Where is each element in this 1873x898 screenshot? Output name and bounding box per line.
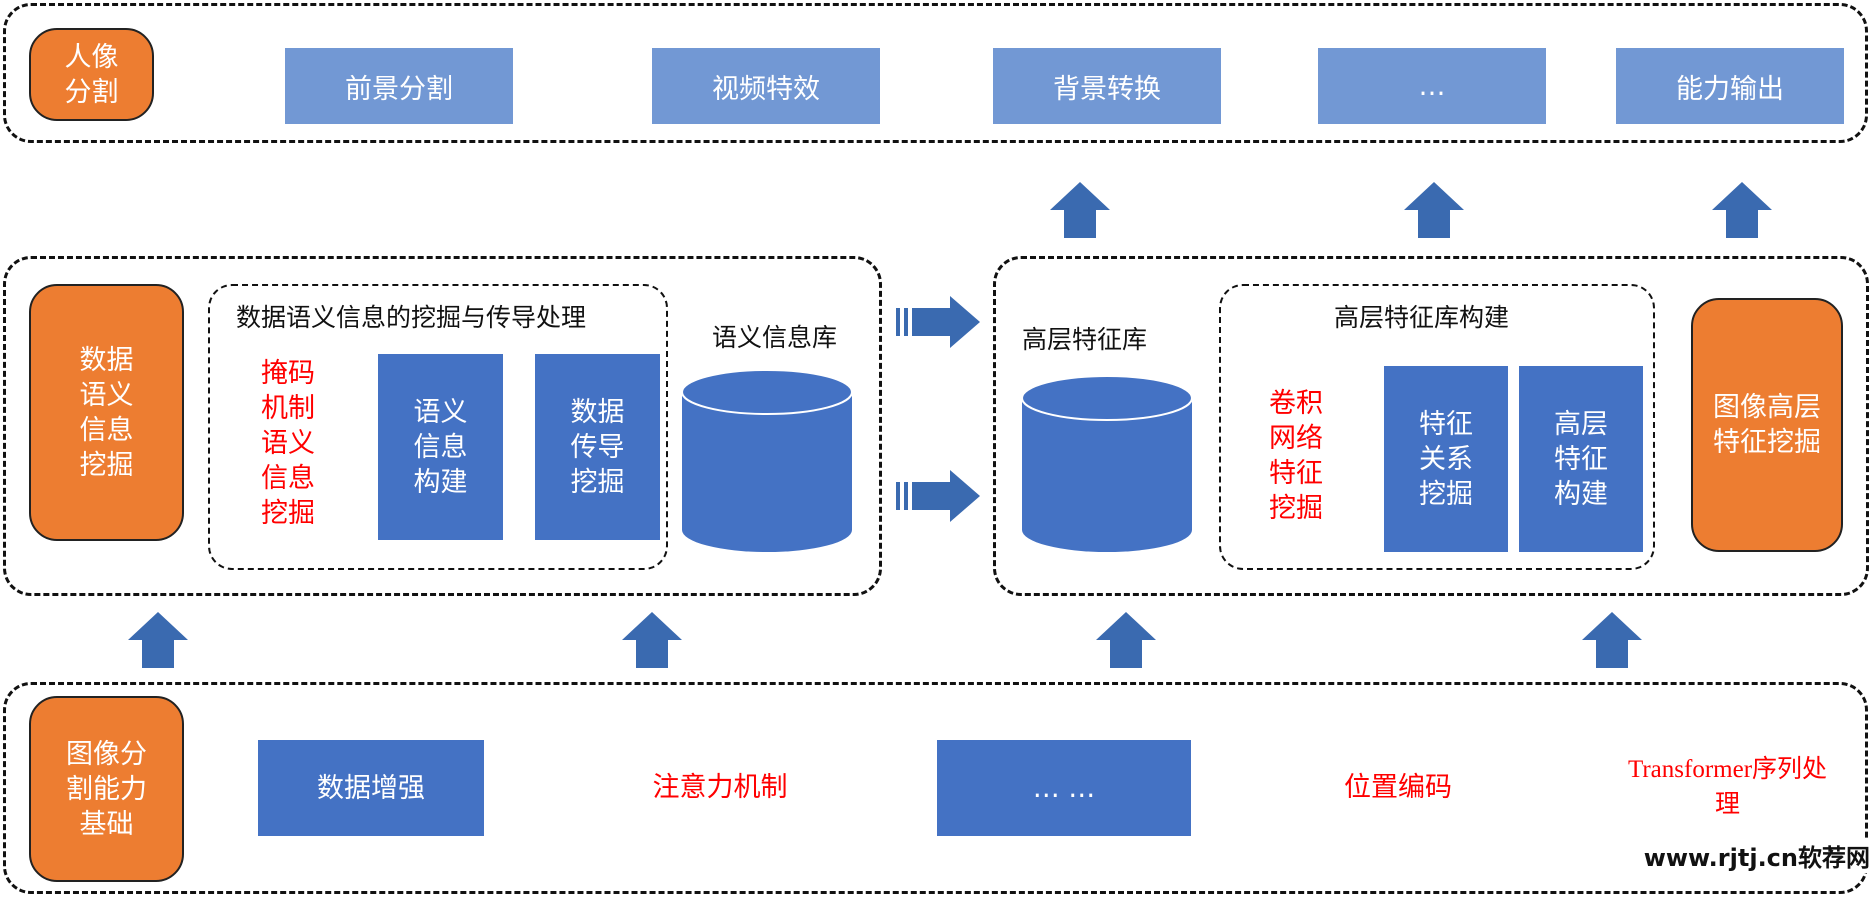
- foreground-segmentation-box: 前景分割: [285, 48, 513, 124]
- ellipsis-box: …: [1318, 48, 1546, 124]
- portrait-segmentation-title: 人像 分割: [29, 28, 154, 121]
- semantic-processing-group: [208, 284, 668, 570]
- right-arrow-icon: [896, 296, 980, 348]
- attention-mechanism-text: 注意力机制: [652, 772, 788, 803]
- data-augmentation-box: 数据增强: [258, 740, 484, 836]
- up-arrow-icon: [1712, 182, 1772, 238]
- capability-output-box: 能力输出: [1616, 48, 1844, 124]
- transformer-text: Transformer序列处 理: [1627, 756, 1828, 818]
- high-level-construction-group: [1219, 284, 1655, 570]
- high-level-db-label: 高层特征库: [1022, 325, 1148, 354]
- video-effects-box: 视频特效: [652, 48, 880, 124]
- background-conversion-box: 背景转换: [993, 48, 1221, 124]
- semantic-processing-label: 数据语义信息的挖掘与传导处理: [236, 303, 587, 332]
- high-level-feature-construction-box: 高层 特征 构建: [1519, 366, 1643, 552]
- watermark: www.rjtj.cn软荐网: [1640, 838, 1870, 873]
- up-arrow-icon: [622, 612, 682, 668]
- up-arrow-icon: [1404, 182, 1464, 238]
- bottom-container: [3, 682, 1868, 894]
- up-arrow-icon: [1050, 182, 1110, 238]
- data-semantic-mining-title: 数据 语义 信息 挖掘: [29, 284, 184, 541]
- top-container: [3, 3, 1868, 143]
- image-segmentation-basis-title: 图像分 割能力 基础: [29, 696, 184, 882]
- semantic-db-icon: [681, 369, 853, 552]
- up-arrow-icon: [128, 612, 188, 668]
- right-arrow-icon: [896, 470, 980, 522]
- semantic-db-label: 语义信息库: [712, 323, 838, 352]
- high-level-construction-label: 高层特征库构建: [1334, 303, 1510, 332]
- semantic-info-construction-box: 语义 信息 构建: [378, 354, 503, 540]
- feature-relation-mining-box: 特征 关系 挖掘: [1384, 366, 1508, 552]
- image-high-level-feature-title: 图像高层 特征挖掘: [1691, 298, 1843, 552]
- middle-right-container: [993, 256, 1869, 596]
- conv-network-text: 卷积 网络 特征 挖掘: [1269, 388, 1323, 524]
- up-arrow-icon: [1096, 612, 1156, 668]
- mask-mechanism-text: 掩码 机制 语义 信息 挖掘: [261, 358, 315, 529]
- high-level-db-icon: [1021, 375, 1193, 552]
- up-arrow-icon: [1582, 612, 1642, 668]
- middle-left-container: [3, 256, 882, 596]
- bottom-ellipsis-box: … …: [937, 740, 1191, 836]
- data-conduction-mining-box: 数据 传导 挖掘: [535, 354, 660, 540]
- position-encoding-text: 位置编码: [1344, 772, 1452, 803]
